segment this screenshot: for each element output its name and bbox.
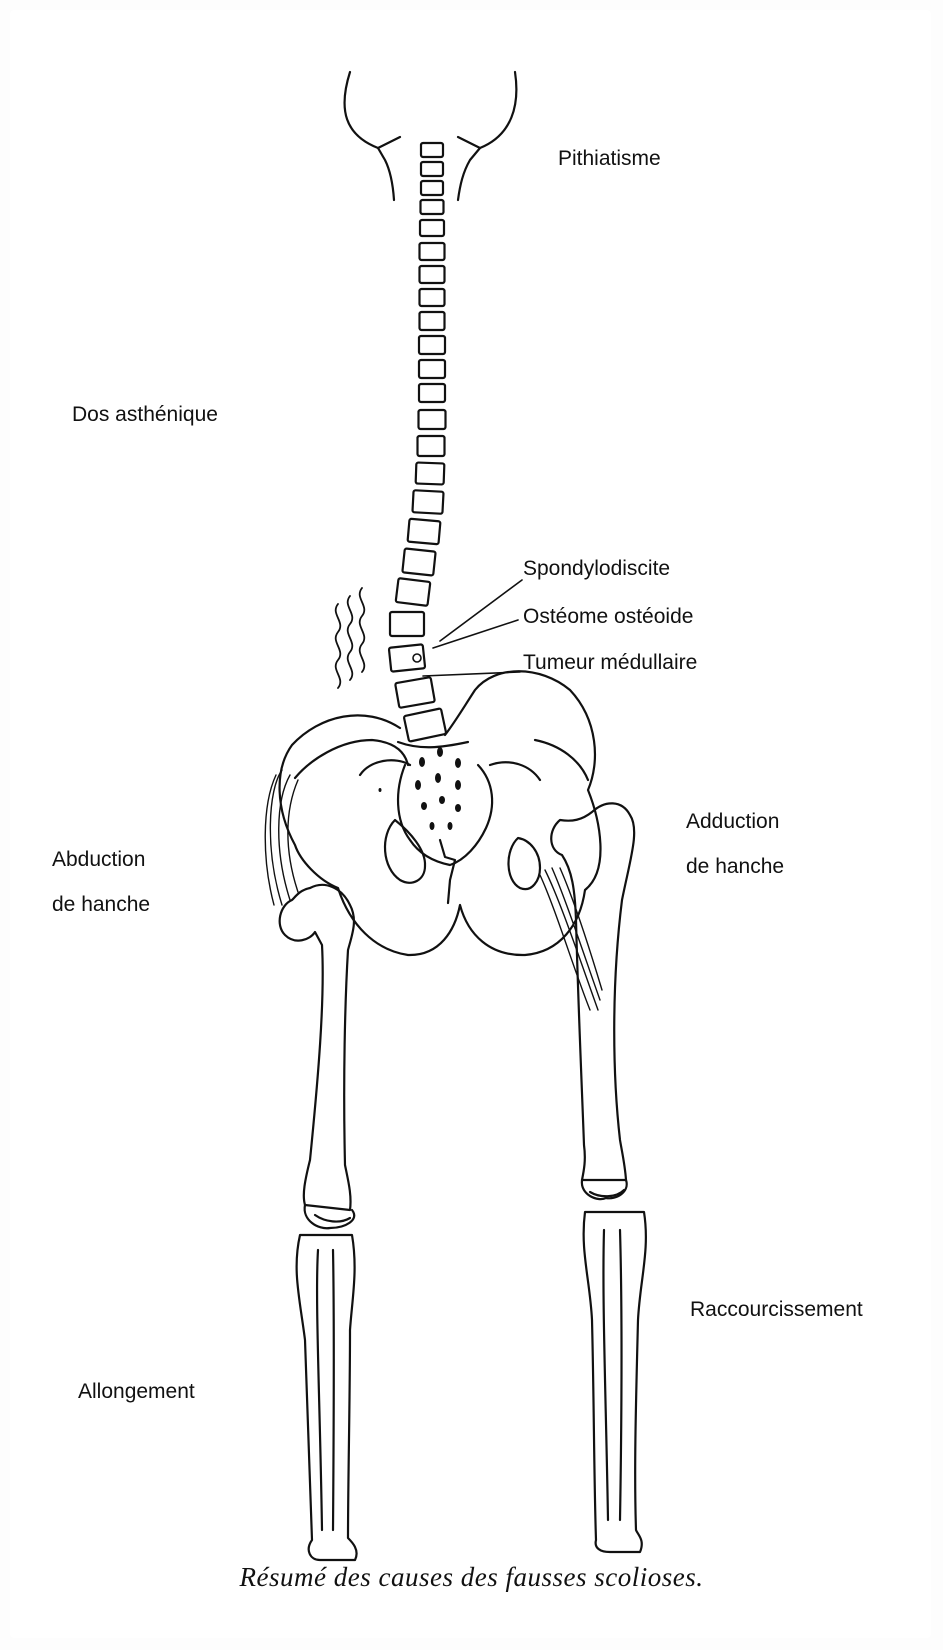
vertebra bbox=[420, 289, 445, 306]
vertebra bbox=[395, 677, 435, 708]
label-osteome-osteoide: Ostéome ostéoide bbox=[523, 605, 693, 628]
pelvis bbox=[280, 671, 601, 955]
label-raccourcissement: Raccourcissement bbox=[690, 1298, 863, 1321]
label-adduction-line1: Adduction bbox=[686, 810, 779, 833]
label-tumeur-medullaire: Tumeur médullaire bbox=[523, 651, 697, 674]
right-tibia bbox=[584, 1212, 646, 1552]
vertebra bbox=[419, 336, 445, 354]
label-allongement: Allongement bbox=[78, 1380, 195, 1403]
gluteal-muscle bbox=[265, 770, 298, 905]
vertebra bbox=[421, 162, 443, 176]
figure-caption: Résumé des causes des fausses scolioses. bbox=[0, 1562, 943, 1593]
vertebra bbox=[421, 200, 444, 214]
vertebra bbox=[420, 266, 445, 283]
vertebra bbox=[396, 578, 431, 606]
label-abduction-line1: Abduction bbox=[52, 848, 145, 871]
vertebral-column bbox=[389, 143, 446, 742]
vertebra bbox=[421, 143, 443, 157]
vertebra bbox=[419, 360, 445, 378]
osteoid-nidus-icon bbox=[413, 654, 421, 662]
vertebra bbox=[418, 436, 445, 456]
label-abduction-line2: de hanche bbox=[52, 893, 150, 916]
vertebra bbox=[404, 708, 447, 741]
label-pithiatisme: Pithiatisme bbox=[558, 147, 661, 170]
leader-lines bbox=[423, 580, 522, 676]
label-dos-asthenique: Dos asthénique bbox=[72, 403, 218, 426]
left-tibia bbox=[297, 1235, 357, 1560]
vertebra bbox=[390, 612, 424, 636]
left-femur bbox=[280, 885, 355, 1228]
vertebra bbox=[419, 410, 446, 429]
vertebra bbox=[408, 519, 441, 545]
vertebra bbox=[412, 490, 443, 514]
vertebra bbox=[389, 644, 425, 671]
vertebra bbox=[416, 463, 445, 485]
adductor-muscle bbox=[540, 868, 602, 1010]
vertebra bbox=[420, 243, 445, 260]
wavy-lines-icon bbox=[336, 588, 365, 688]
label-spondylodiscite: Spondylodiscite bbox=[523, 557, 670, 580]
vertebra bbox=[402, 548, 435, 575]
vertebra bbox=[419, 384, 445, 402]
right-femur bbox=[551, 803, 634, 1199]
label-adduction-line2: de hanche bbox=[686, 855, 784, 878]
vertebra bbox=[420, 312, 445, 330]
vertebra bbox=[420, 220, 444, 236]
vertebra bbox=[421, 181, 443, 195]
